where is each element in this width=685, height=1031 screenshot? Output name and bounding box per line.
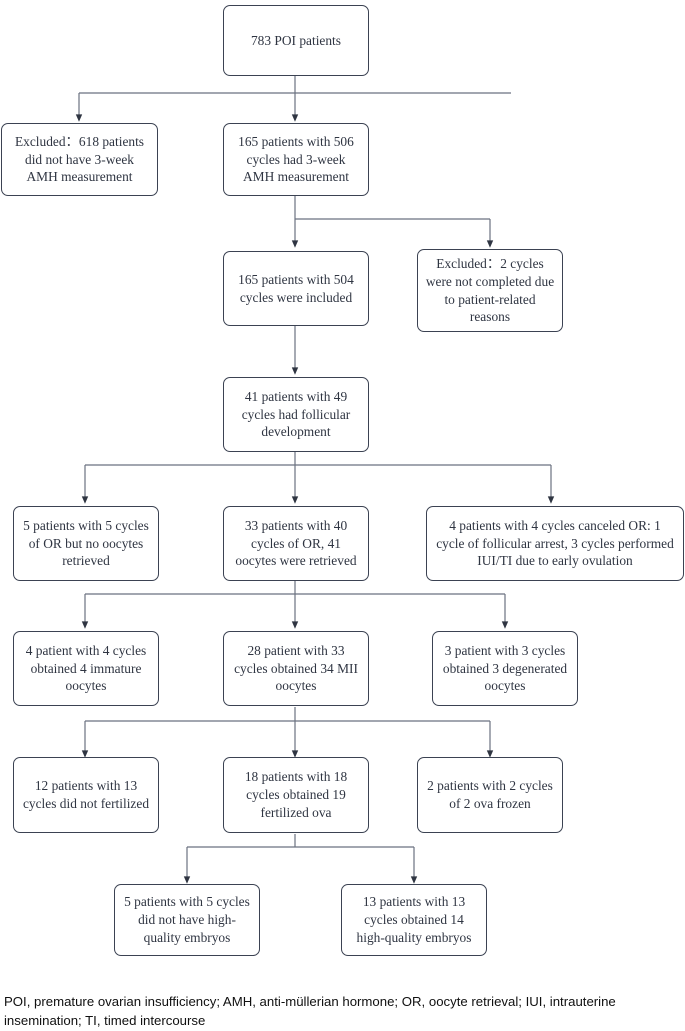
node-excluded-incomplete-cycles[interactable]: Excluded：2 cycles were not completed due… xyxy=(417,249,563,332)
node-total-poi-patients[interactable]: 783 POI patients xyxy=(223,5,369,76)
node-ova-frozen[interactable]: 2 patients with 2 cycles of 2 ova frozen xyxy=(417,757,563,833)
node-not-fertilized[interactable]: 12 patients with 13 cycles did not ferti… xyxy=(13,757,159,833)
node-excluded-no-amh[interactable]: Excluded：618 patients did not have 3-wee… xyxy=(1,123,158,196)
node-or-oocytes-retrieved[interactable]: 33 patients with 40 cycles of OR, 41 ooc… xyxy=(223,506,369,581)
node-degenerated-oocytes[interactable]: 3 patient with 3 cycles obtained 3 degen… xyxy=(432,631,578,706)
node-cycles-canceled-or[interactable]: 4 patients with 4 cycles canceled OR: 1 … xyxy=(426,506,684,581)
node-follicular-development[interactable]: 41 patients with 49 cycles had follicula… xyxy=(223,377,369,452)
node-no-high-quality-embryos[interactable]: 5 patients with 5 cycles did not have hi… xyxy=(114,884,260,956)
figure-footnote: POI, premature ovarian insufficiency; AM… xyxy=(4,994,616,1028)
node-immature-oocytes[interactable]: 4 patient with 4 cycles obtained 4 immat… xyxy=(13,631,159,706)
node-or-no-oocytes[interactable]: 5 patients with 5 cycles of OR but no oo… xyxy=(13,506,159,581)
node-mii-oocytes[interactable]: 28 patient with 33 cycles obtained 34 MI… xyxy=(223,631,369,706)
node-patients-included[interactable]: 165 patients with 504 cycles were includ… xyxy=(223,251,369,326)
node-fertilized-ova[interactable]: 18 patients with 18 cycles obtained 19 f… xyxy=(223,757,369,833)
node-patients-with-amh[interactable]: 165 patients with 506 cycles had 3-week … xyxy=(223,123,369,196)
node-high-quality-embryos[interactable]: 13 patients with 13 cycles obtained 14 h… xyxy=(341,884,487,956)
